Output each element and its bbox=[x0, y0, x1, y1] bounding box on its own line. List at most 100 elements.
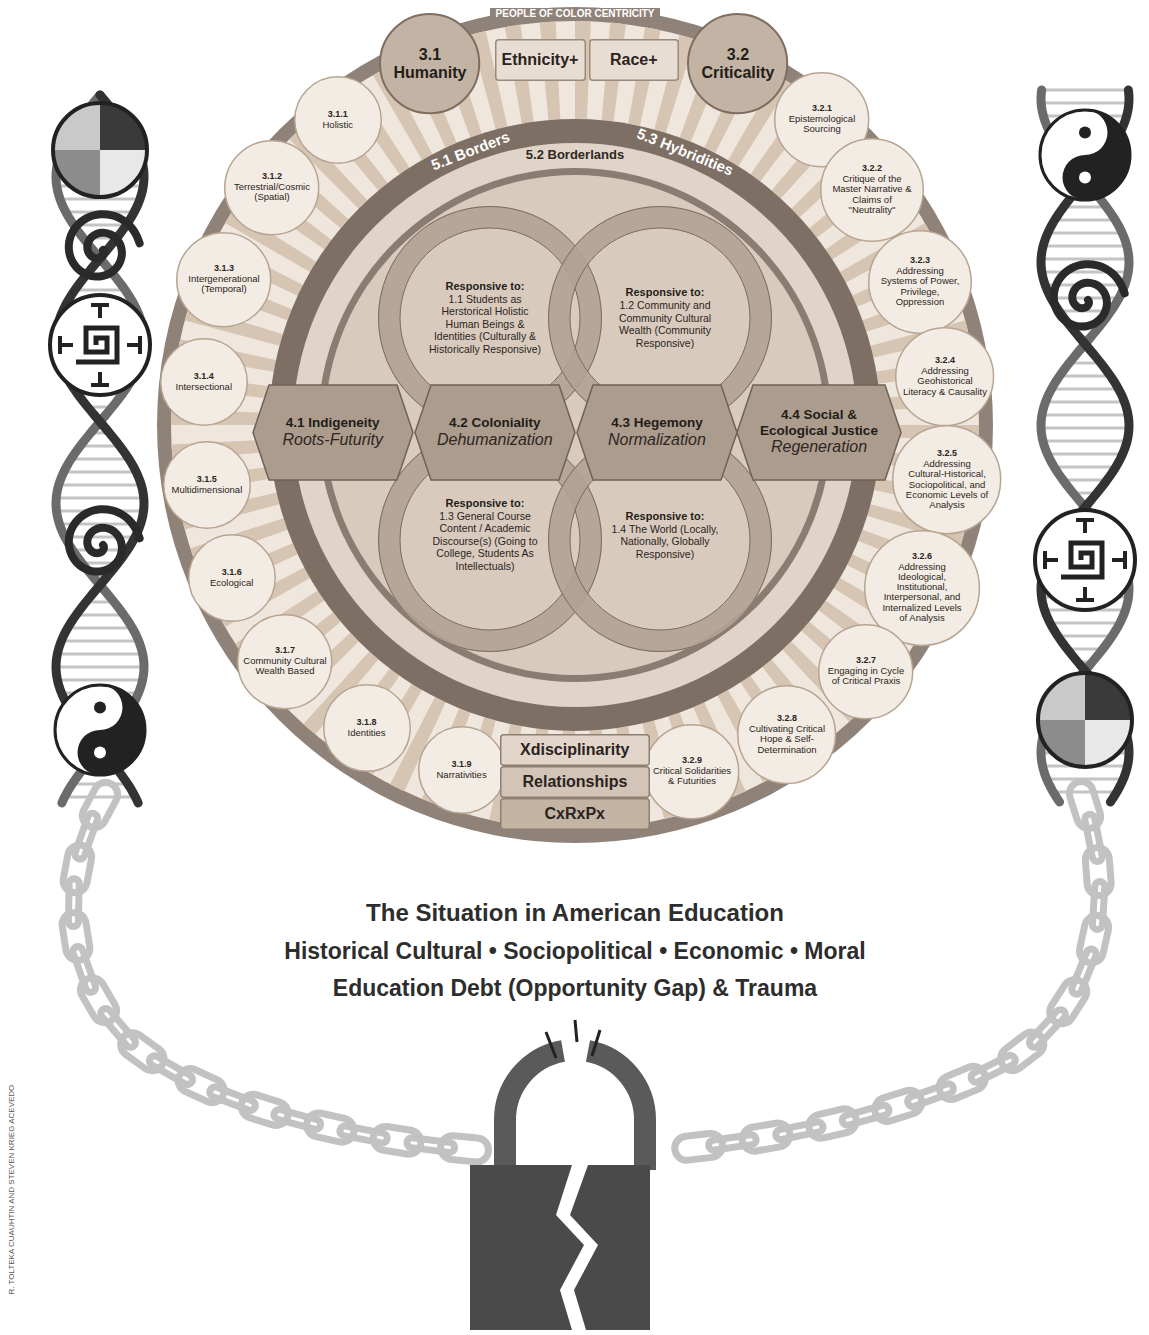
practice-bar: Xdisciplinarity bbox=[500, 734, 650, 766]
principle-text: Critique of the Master Narrative & Claim… bbox=[829, 174, 915, 215]
principle-text: Cultivating Critical Hope & Self-Determi… bbox=[744, 724, 830, 755]
helix-rung bbox=[1063, 479, 1107, 482]
principle-circle: 3.2.5Addressing Cultural-Historical, Soc… bbox=[892, 425, 1001, 534]
quadrant-circle bbox=[53, 103, 147, 197]
principle-text: 3.1.7 bbox=[242, 646, 328, 656]
principle-text: 3.1.5 bbox=[172, 475, 243, 485]
theme-text: 4.3 Hegemony bbox=[608, 415, 706, 431]
text-block: 3.2.8Cultivating Critical Hope & Self-De… bbox=[744, 714, 830, 754]
box-outline bbox=[590, 40, 679, 81]
yin-yang-symbol bbox=[55, 685, 145, 775]
text-block: 3.1 Humanity bbox=[387, 46, 473, 81]
helix-rung bbox=[1054, 466, 1116, 469]
principle-text: Critical Solidarities & Futurities bbox=[649, 766, 735, 787]
theme-text: Normalization bbox=[608, 431, 706, 449]
principle-text: 3.1.9 bbox=[437, 760, 487, 770]
text-block: Responsive to:1.1 Students as Herstorica… bbox=[427, 280, 543, 356]
chain-link bbox=[208, 1086, 256, 1112]
yin-yang-dot bbox=[1079, 172, 1091, 184]
helix-rung bbox=[1048, 232, 1122, 235]
principle-circle: 3.1.4Intersectional bbox=[160, 338, 248, 426]
text-block: Ethnicity+ bbox=[502, 51, 579, 69]
text-block: 3.1.9Narrativities bbox=[437, 760, 487, 780]
swirl-glyph bbox=[69, 509, 140, 571]
principle-text: Holistic bbox=[323, 120, 354, 130]
responsive-text: 1.4 The World (Locally, Nationally, Glob… bbox=[607, 523, 723, 561]
quadrant-circle bbox=[1038, 673, 1132, 767]
box-outline bbox=[495, 40, 585, 81]
credit-line: R. TOLTEKA CUAUHTIN AND STEVEN KRIEG ACE… bbox=[7, 1085, 16, 1295]
text-block: 3.2.5Addressing Cultural-Historical, Soc… bbox=[904, 449, 990, 510]
text-block: Xdisciplinarity bbox=[520, 741, 629, 759]
helix-rung bbox=[1042, 414, 1128, 417]
framework-disc bbox=[157, 7, 993, 843]
circle-outline bbox=[295, 77, 382, 164]
principle-text: 3.2.9 bbox=[649, 756, 735, 766]
theme-text: 4.2 Coloniality bbox=[437, 415, 553, 431]
text-block: 3.1.3Intergenerational (Temporal) bbox=[181, 264, 267, 294]
lock-body-half bbox=[570, 1165, 650, 1330]
text-block: Responsive to:1.2 Community and Communit… bbox=[607, 286, 723, 350]
theme-hexagon: 4.4 Social & Ecological JusticeRegenerat… bbox=[737, 385, 901, 480]
principle-text: 3.1.3 bbox=[181, 264, 267, 274]
hexagon-outline bbox=[737, 385, 901, 480]
circle-outline bbox=[189, 535, 276, 622]
principle-circle: 3.2.2Critique of the Master Narrative & … bbox=[820, 138, 924, 242]
principle-text: Addressing Cultural-Historical, Sociopol… bbox=[904, 459, 990, 510]
circle-outline bbox=[738, 686, 836, 784]
circle-outline bbox=[821, 139, 923, 241]
text-block: Responsive to:1.3 General Course Content… bbox=[427, 497, 543, 573]
principle-text: 3.2.6 bbox=[879, 552, 965, 562]
practice-label: Xdisciplinarity bbox=[520, 741, 629, 759]
principle-text: 3.1.2 bbox=[229, 172, 315, 182]
hunab-ku-spiral bbox=[76, 328, 117, 362]
principle-text: 3.2.5 bbox=[904, 449, 990, 459]
ring-label: PEOPLE OF COLOR CENTRICITY bbox=[490, 8, 661, 20]
text-block: 3.1.6Ecological bbox=[210, 568, 253, 588]
text-block: Race+ bbox=[610, 51, 658, 69]
principle-text: Epistemological Sourcing bbox=[779, 114, 865, 135]
helix-rung bbox=[65, 796, 136, 799]
text-block: 3.1.1Holistic bbox=[323, 110, 354, 130]
theme-text: Dehumanization bbox=[437, 431, 553, 449]
principle-circle: 3.2.3Addressing Systems of Power, Privil… bbox=[868, 230, 972, 334]
text-block: 3.2.1Epistemological Sourcing bbox=[779, 104, 865, 134]
theme-hexagon: 4.2 ColonialityDehumanization bbox=[415, 385, 575, 480]
category-label: Race+ bbox=[610, 51, 658, 69]
hunab-ku-symbol bbox=[50, 295, 150, 395]
practice-bar: CxRxPx bbox=[500, 798, 650, 830]
text-block: 3.2.4Addressing Geohistorical Literacy &… bbox=[902, 356, 988, 396]
practice-label: Relationships bbox=[523, 773, 628, 791]
chain bbox=[668, 779, 1112, 1162]
swirl-glyph bbox=[69, 214, 140, 276]
helix-rung bbox=[1050, 622, 1120, 625]
helix-rung bbox=[64, 471, 136, 474]
yin-yang-dot bbox=[1079, 127, 1091, 139]
principle-text: Community Cultural Wealth Based bbox=[242, 656, 328, 677]
circle-outline bbox=[238, 615, 332, 709]
hunab-ku-ground bbox=[50, 295, 150, 395]
break-mark bbox=[546, 1020, 600, 1058]
yin-yang-half bbox=[1063, 110, 1131, 200]
dimension-label: 3.2 Criticality bbox=[695, 46, 781, 81]
helix-rung bbox=[57, 679, 142, 682]
yin-yang-ground bbox=[1040, 110, 1130, 200]
principle-text: Intergenerational (Temporal) bbox=[181, 274, 267, 295]
circle-outline bbox=[893, 426, 1001, 534]
principle-circle: 3.1.5Multidimensional bbox=[163, 441, 251, 529]
helix-rung bbox=[1053, 791, 1117, 794]
circle-outline bbox=[161, 339, 248, 426]
quadrant-rim bbox=[1038, 673, 1132, 767]
principle-text: 3.2.2 bbox=[829, 164, 915, 174]
principle-text: Intersectional bbox=[176, 382, 233, 392]
chain bbox=[60, 778, 489, 1163]
hunab-ku-spiral bbox=[1061, 543, 1102, 577]
yin-yang-half bbox=[78, 685, 146, 775]
principle-text: 3.2.8 bbox=[744, 714, 830, 724]
principle-circle: 3.1.2Terrestrial/Cosmic (Spatial) bbox=[224, 140, 319, 235]
category-box: Ethnicity+ bbox=[495, 39, 586, 81]
helix-rung bbox=[56, 497, 144, 500]
